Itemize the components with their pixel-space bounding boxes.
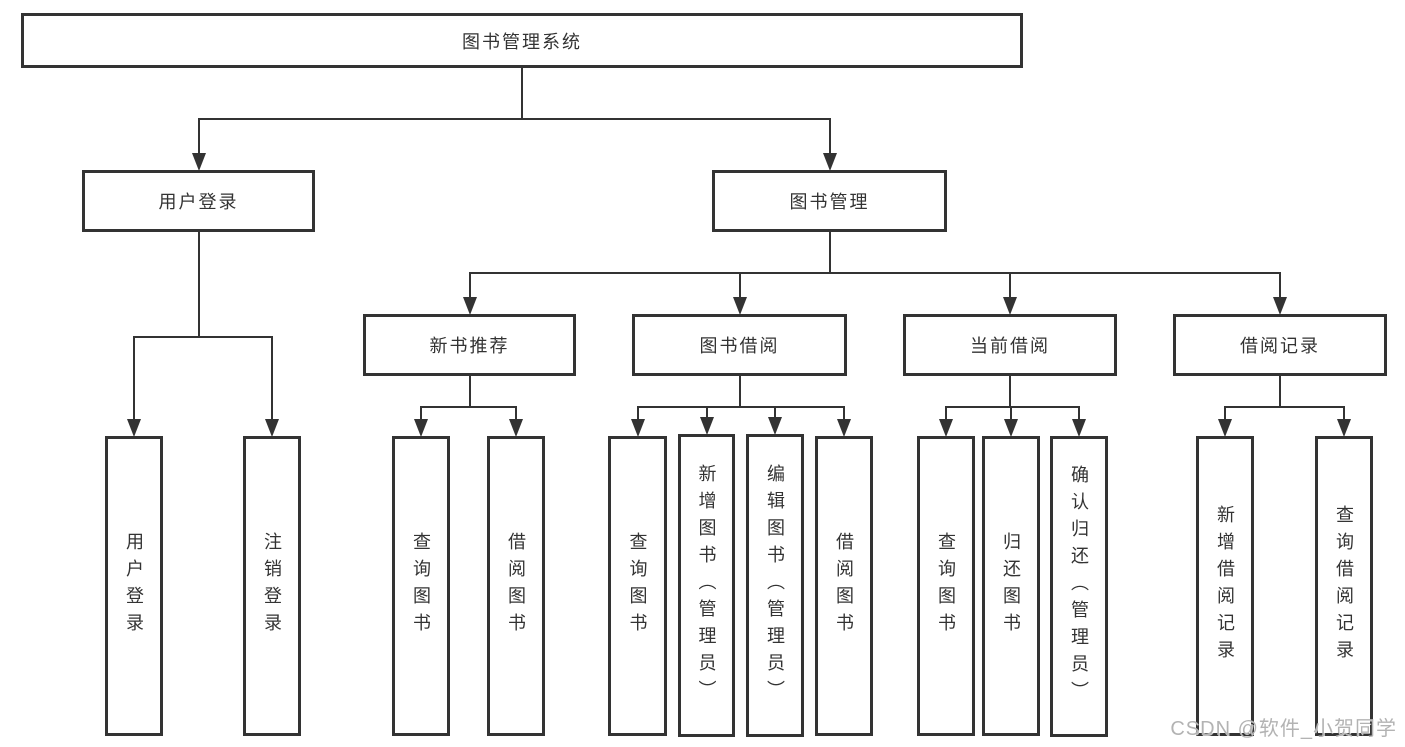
- connector-line: [197, 118, 831, 120]
- node-borrowing-records: 借阅记录: [1173, 314, 1387, 376]
- node-book-borrowing: 图书借阅: [632, 314, 847, 376]
- connector-line: [271, 336, 273, 424]
- connector-line: [636, 406, 639, 424]
- arrowhead-down-icon: [699, 417, 714, 435]
- arrowhead-down-icon: [127, 419, 141, 437]
- connector-line: [636, 406, 845, 408]
- connector-line: [133, 336, 273, 338]
- arrowhead-down-icon: [768, 417, 782, 435]
- connector-line: [1224, 406, 1345, 408]
- leaf-edit-books-admin: 编辑图书（管理员）: [746, 434, 804, 737]
- leaf-borrow-books: 借阅图书: [487, 436, 545, 736]
- csdn-watermark: CSDN @软件_小贺同学: [1170, 718, 1397, 740]
- connector-line: [515, 406, 517, 424]
- arrowhead-down-icon: [630, 419, 645, 437]
- connector-line: [133, 336, 135, 424]
- leaf-query-borrow-record: 查询借阅记录: [1315, 436, 1373, 736]
- connector-line: [1009, 376, 1011, 406]
- connector-line: [828, 232, 831, 272]
- arrowhead-down-icon: [1004, 419, 1018, 437]
- connector-line: [521, 68, 523, 118]
- arrowhead-down-icon: [509, 419, 523, 437]
- connector-line: [738, 272, 741, 302]
- connector-line: [945, 406, 1080, 408]
- leaf-borrow-books: 借阅图书: [815, 436, 873, 736]
- arrowhead-down-icon: [1072, 419, 1086, 437]
- arrowhead-down-icon: [265, 419, 279, 437]
- node-current-borrowing: 当前借阅: [903, 314, 1117, 376]
- arrowhead-down-icon: [837, 419, 851, 437]
- leaf-user-login: 用户登录: [105, 436, 163, 736]
- leaf-add-borrow-record: 新增借阅记录: [1196, 436, 1254, 736]
- leaf-query-books: 查询图书: [392, 436, 450, 736]
- leaf-query-books: 查询图书: [917, 436, 975, 736]
- leaf-return-books: 归还图书: [982, 436, 1040, 736]
- arrowhead-down-icon: [732, 297, 747, 315]
- connector-line: [468, 272, 471, 302]
- connector-line: [468, 272, 1281, 274]
- connector-line: [1279, 272, 1281, 302]
- connector-line: [468, 376, 471, 406]
- connector-line: [1078, 406, 1080, 424]
- arrowhead-down-icon: [1337, 419, 1351, 437]
- leaf-query-books: 查询图书: [608, 436, 667, 736]
- arrowhead-down-icon: [414, 419, 428, 437]
- node-new-book-recommendation: 新书推荐: [363, 314, 576, 376]
- arrowhead-down-icon: [191, 153, 206, 171]
- connector-line: [828, 118, 831, 158]
- leaf-add-books-admin: 新增图书（管理员）: [678, 434, 735, 737]
- connector-line: [1279, 376, 1281, 406]
- connector-line: [1343, 406, 1345, 424]
- node-library-management-system: 图书管理系统: [21, 13, 1023, 68]
- connector-line: [843, 406, 845, 424]
- leaf-logout: 注销登录: [243, 436, 301, 736]
- connector-line: [420, 406, 422, 424]
- connector-line: [1009, 272, 1011, 302]
- arrowhead-down-icon: [1003, 297, 1017, 315]
- connector-line: [738, 376, 741, 406]
- node-user-login: 用户登录: [82, 170, 315, 232]
- node-book-management: 图书管理: [712, 170, 947, 232]
- connector-line: [1010, 406, 1012, 424]
- connector-line: [1224, 406, 1226, 424]
- arrowhead-down-icon: [939, 419, 953, 437]
- arrowhead-down-icon: [822, 153, 837, 171]
- connector-line: [774, 406, 776, 422]
- connector-line: [705, 406, 708, 422]
- arrowhead-down-icon: [462, 297, 477, 315]
- arrowhead-down-icon: [1218, 419, 1232, 437]
- connector-line: [945, 406, 947, 424]
- connector-line: [420, 406, 517, 408]
- arrowhead-down-icon: [1273, 297, 1287, 315]
- connector-line: [197, 232, 200, 336]
- connector-line: [197, 118, 200, 158]
- leaf-confirm-return-admin: 确认归还（管理员）: [1050, 436, 1108, 737]
